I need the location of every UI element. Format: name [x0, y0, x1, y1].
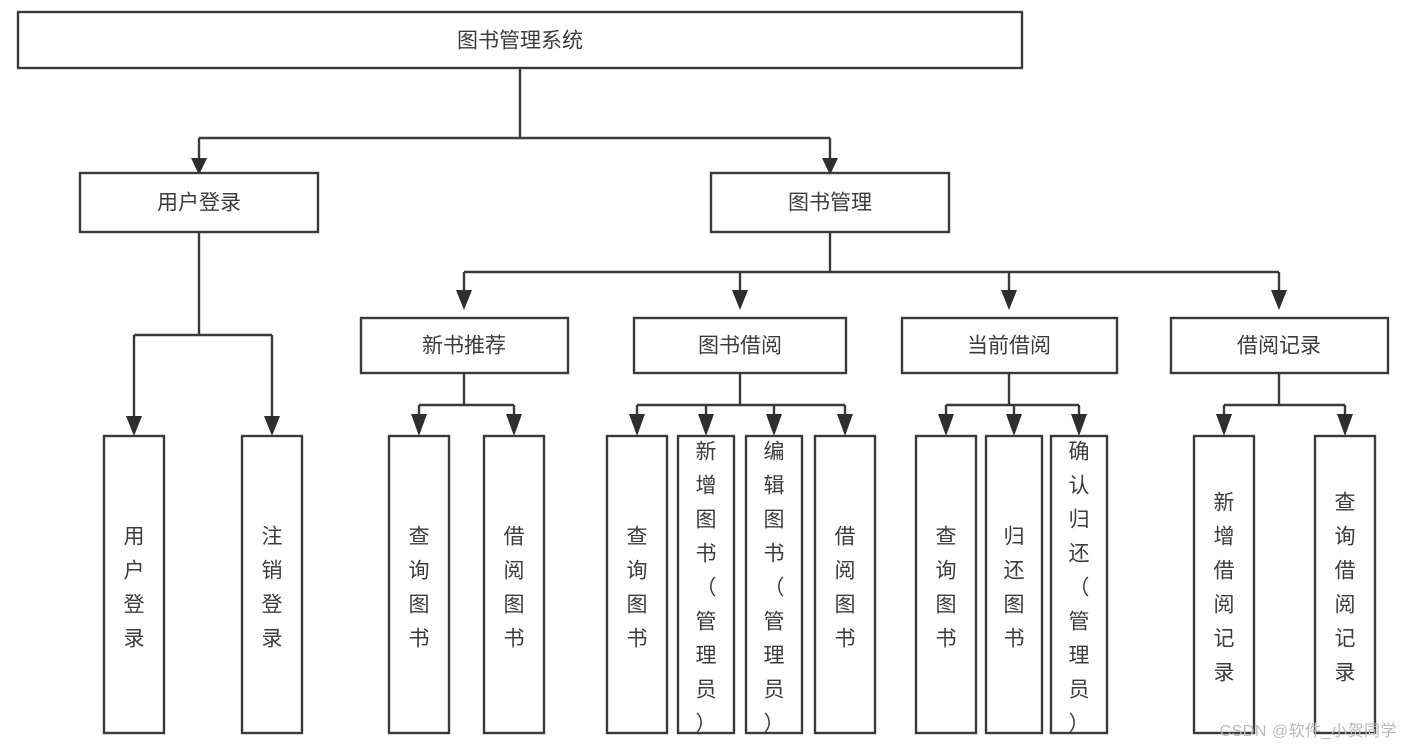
arrow-leaf4 — [506, 414, 522, 436]
arrow-leaf12 — [1216, 414, 1232, 436]
node-leaf5-label: 查询图书 — [627, 526, 648, 651]
node-leaf11-box[interactable] — [1049, 434, 1109, 735]
arrow-leaf9 — [938, 414, 954, 436]
node-leaf7-label: 编辑图书（管理员） — [764, 441, 785, 736]
node-leaf4[interactable]: 借阅图书 — [482, 434, 546, 735]
node-leaf8-box[interactable] — [813, 434, 877, 735]
arrow-bookmgmt — [822, 158, 838, 175]
node-newbook-label: 新书推荐 — [422, 335, 506, 358]
node-leaf9[interactable]: 查询图书 — [914, 434, 978, 735]
arrow-leaf6 — [698, 414, 714, 436]
node-current-label: 当前借阅 — [967, 335, 1051, 358]
node-leaf12-box[interactable] — [1192, 434, 1256, 735]
node-leaf12-label: 新增借阅记录 — [1214, 492, 1235, 685]
connector-layer — [126, 68, 1353, 436]
node-leaf13-box[interactable] — [1313, 434, 1377, 735]
node-leaf10-label: 归还图书 — [1004, 526, 1025, 651]
arrow-leaf7 — [766, 414, 782, 436]
node-login-box[interactable] — [78, 171, 320, 234]
node-leaf12[interactable]: 新增借阅记录 — [1192, 434, 1256, 735]
node-root-box[interactable] — [16, 10, 1024, 70]
node-borrow[interactable]: 图书借阅 — [632, 316, 848, 375]
node-leaf5-box[interactable] — [605, 434, 669, 735]
node-leaf4-label: 借阅图书 — [504, 526, 525, 651]
node-leaf9-label: 查询图书 — [936, 526, 957, 651]
arrow-newbook — [456, 290, 472, 310]
arrow-current — [1001, 290, 1017, 310]
node-newbook-box[interactable] — [359, 316, 570, 375]
arrow-leaf2 — [264, 416, 280, 436]
arrow-borrow — [732, 290, 748, 310]
node-records-label: 借阅记录 — [1237, 335, 1321, 358]
node-login-label: 用户登录 — [157, 192, 241, 215]
node-current-box[interactable] — [900, 316, 1119, 375]
node-current[interactable]: 当前借阅 — [900, 316, 1119, 375]
node-leaf2-label: 注销登录 — [262, 526, 283, 651]
arrow-leaf10 — [1006, 414, 1022, 436]
node-borrow-box[interactable] — [632, 316, 848, 375]
arrow-leaf8 — [837, 414, 853, 436]
arrow-leaf5 — [629, 414, 645, 436]
node-leaf10-box[interactable] — [984, 434, 1044, 735]
node-leaf1[interactable]: 用户登录 — [102, 434, 166, 735]
node-leaf7[interactable]: 编辑图书（管理员） — [744, 434, 804, 736]
node-leaf6-box[interactable] — [676, 434, 736, 735]
arrow-records — [1271, 290, 1287, 310]
node-newbook[interactable]: 新书推荐 — [359, 316, 570, 375]
arrow-leaf3 — [411, 414, 427, 436]
node-login[interactable]: 用户登录 — [78, 171, 320, 234]
node-root[interactable]: 图书管理系统 — [16, 10, 1024, 70]
node-leaf5[interactable]: 查询图书 — [605, 434, 669, 735]
node-leaf1-box[interactable] — [102, 434, 166, 735]
node-leaf10[interactable]: 归还图书 — [984, 434, 1044, 735]
node-records[interactable]: 借阅记录 — [1169, 316, 1390, 375]
node-bookmgmt-label: 图书管理 — [788, 192, 872, 215]
arrow-leaf11 — [1071, 414, 1087, 436]
arrow-leaf13 — [1337, 414, 1353, 436]
node-leaf4-box[interactable] — [482, 434, 546, 735]
node-root-label: 图书管理系统 — [457, 30, 583, 53]
node-leaf2[interactable]: 注销登录 — [240, 434, 304, 735]
node-leaf11-label: 确认归还（管理员） — [1069, 441, 1090, 736]
node-leaf7-box[interactable] — [744, 434, 804, 735]
node-leaf6[interactable]: 新增图书（管理员） — [676, 434, 736, 736]
arrow-login — [191, 158, 207, 175]
node-leaf1-label: 用户登录 — [124, 526, 145, 651]
node-leaf8[interactable]: 借阅图书 — [813, 434, 877, 735]
csdn-watermark: CSDN @软件_小贺同学 — [1219, 723, 1397, 740]
node-bookmgmt-box[interactable] — [709, 171, 951, 234]
node-leaf11[interactable]: 确认归还（管理员） — [1049, 434, 1109, 736]
node-leaf3-box[interactable] — [387, 434, 451, 735]
node-leaf9-box[interactable] — [914, 434, 978, 735]
node-records-box[interactable] — [1169, 316, 1390, 375]
arrow-leaf1 — [126, 416, 142, 436]
node-leaf8-label: 借阅图书 — [835, 526, 856, 651]
node-leaf13[interactable]: 查询借阅记录 — [1313, 434, 1377, 735]
node-leaf13-label: 查询借阅记录 — [1335, 492, 1356, 685]
node-leaf2-box[interactable] — [240, 434, 304, 735]
node-leaf3[interactable]: 查询图书 — [387, 434, 451, 735]
node-leaf6-label: 新增图书（管理员） — [696, 441, 717, 736]
node-leaf3-label: 查询图书 — [409, 526, 430, 651]
node-borrow-label: 图书借阅 — [698, 335, 782, 358]
node-bookmgmt[interactable]: 图书管理 — [709, 171, 951, 234]
